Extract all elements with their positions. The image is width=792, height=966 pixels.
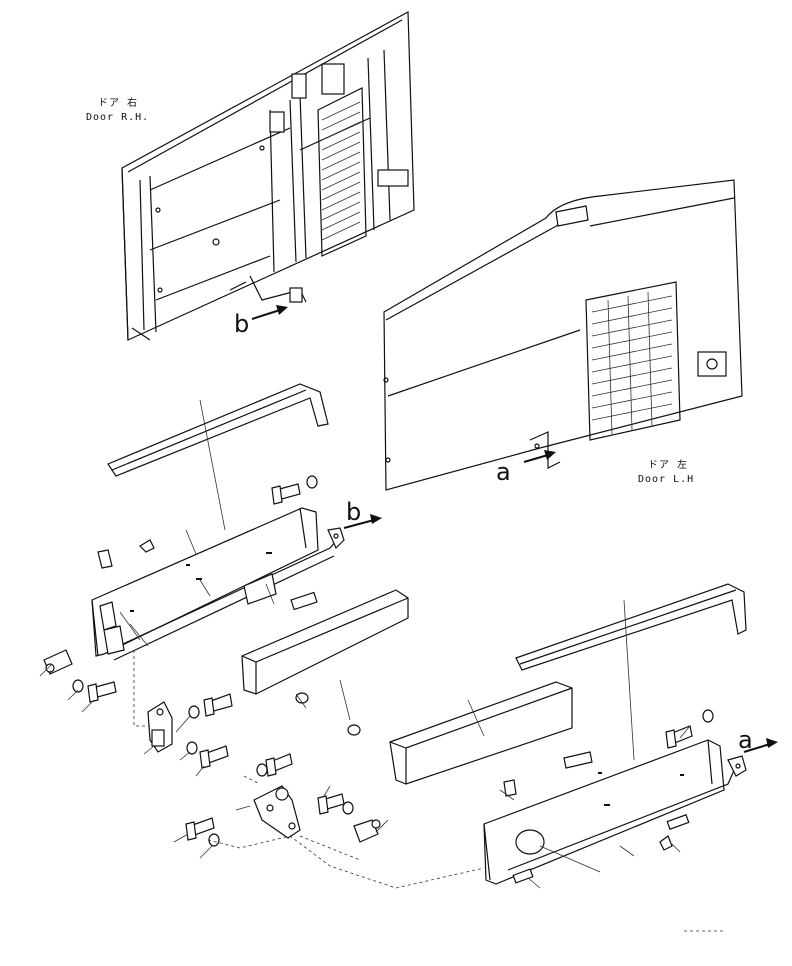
nut-3 bbox=[342, 801, 354, 815]
clip-upper-left bbox=[97, 549, 113, 569]
latch-lower bbox=[353, 819, 381, 843]
grommet-2 bbox=[347, 724, 361, 736]
nut-4 bbox=[208, 833, 220, 847]
door-rh-caption-jp: ドア 右 bbox=[98, 98, 139, 109]
washer-2 bbox=[186, 741, 198, 755]
bolt-2 bbox=[203, 693, 233, 717]
grommet-1 bbox=[295, 692, 309, 704]
door-rh-panel bbox=[121, 11, 415, 341]
nut-2 bbox=[256, 763, 268, 777]
leader-lines bbox=[39, 529, 691, 889]
door-plate-lh bbox=[483, 739, 747, 885]
foam-block-lower bbox=[389, 681, 573, 785]
arrow-a-right bbox=[743, 738, 778, 753]
bolt-left-1 bbox=[87, 681, 117, 703]
bolt-6 bbox=[185, 817, 215, 841]
bolt-4 bbox=[265, 753, 293, 777]
arrow-b-top-label: b bbox=[234, 310, 250, 338]
pin-lower bbox=[659, 835, 673, 851]
arrow-b-mid bbox=[343, 514, 382, 529]
arrow-b-top bbox=[251, 305, 288, 320]
bolt-3 bbox=[199, 745, 229, 769]
arrow-a-top-label: a bbox=[496, 458, 511, 486]
hinge-upper bbox=[147, 701, 173, 753]
clip-lower bbox=[503, 779, 517, 797]
door-lh-caption-jp: ドア 左 bbox=[648, 460, 689, 471]
latch-bracket bbox=[43, 649, 73, 675]
arrow-a-right-label: a bbox=[738, 726, 753, 754]
door-lh-panel bbox=[383, 179, 743, 491]
seal-strip-lower bbox=[515, 583, 747, 671]
washer-1 bbox=[188, 705, 200, 719]
pin-upper bbox=[139, 539, 155, 553]
arrow-b-mid-label: b bbox=[346, 498, 362, 526]
bolt-upper bbox=[271, 475, 318, 505]
hinge-lower bbox=[253, 785, 301, 839]
seal-strip-upper bbox=[107, 383, 329, 477]
bolt-5 bbox=[317, 793, 345, 815]
nut-left-1 bbox=[72, 679, 84, 693]
assembly-lines bbox=[133, 650, 485, 889]
door-lh-caption-en: Door L.H bbox=[638, 474, 695, 485]
arrow-a-top bbox=[523, 450, 556, 463]
foam-block-center bbox=[241, 589, 409, 695]
door-plate-rh bbox=[91, 507, 345, 661]
door-rh-caption-en: Door R.H. bbox=[86, 112, 150, 123]
